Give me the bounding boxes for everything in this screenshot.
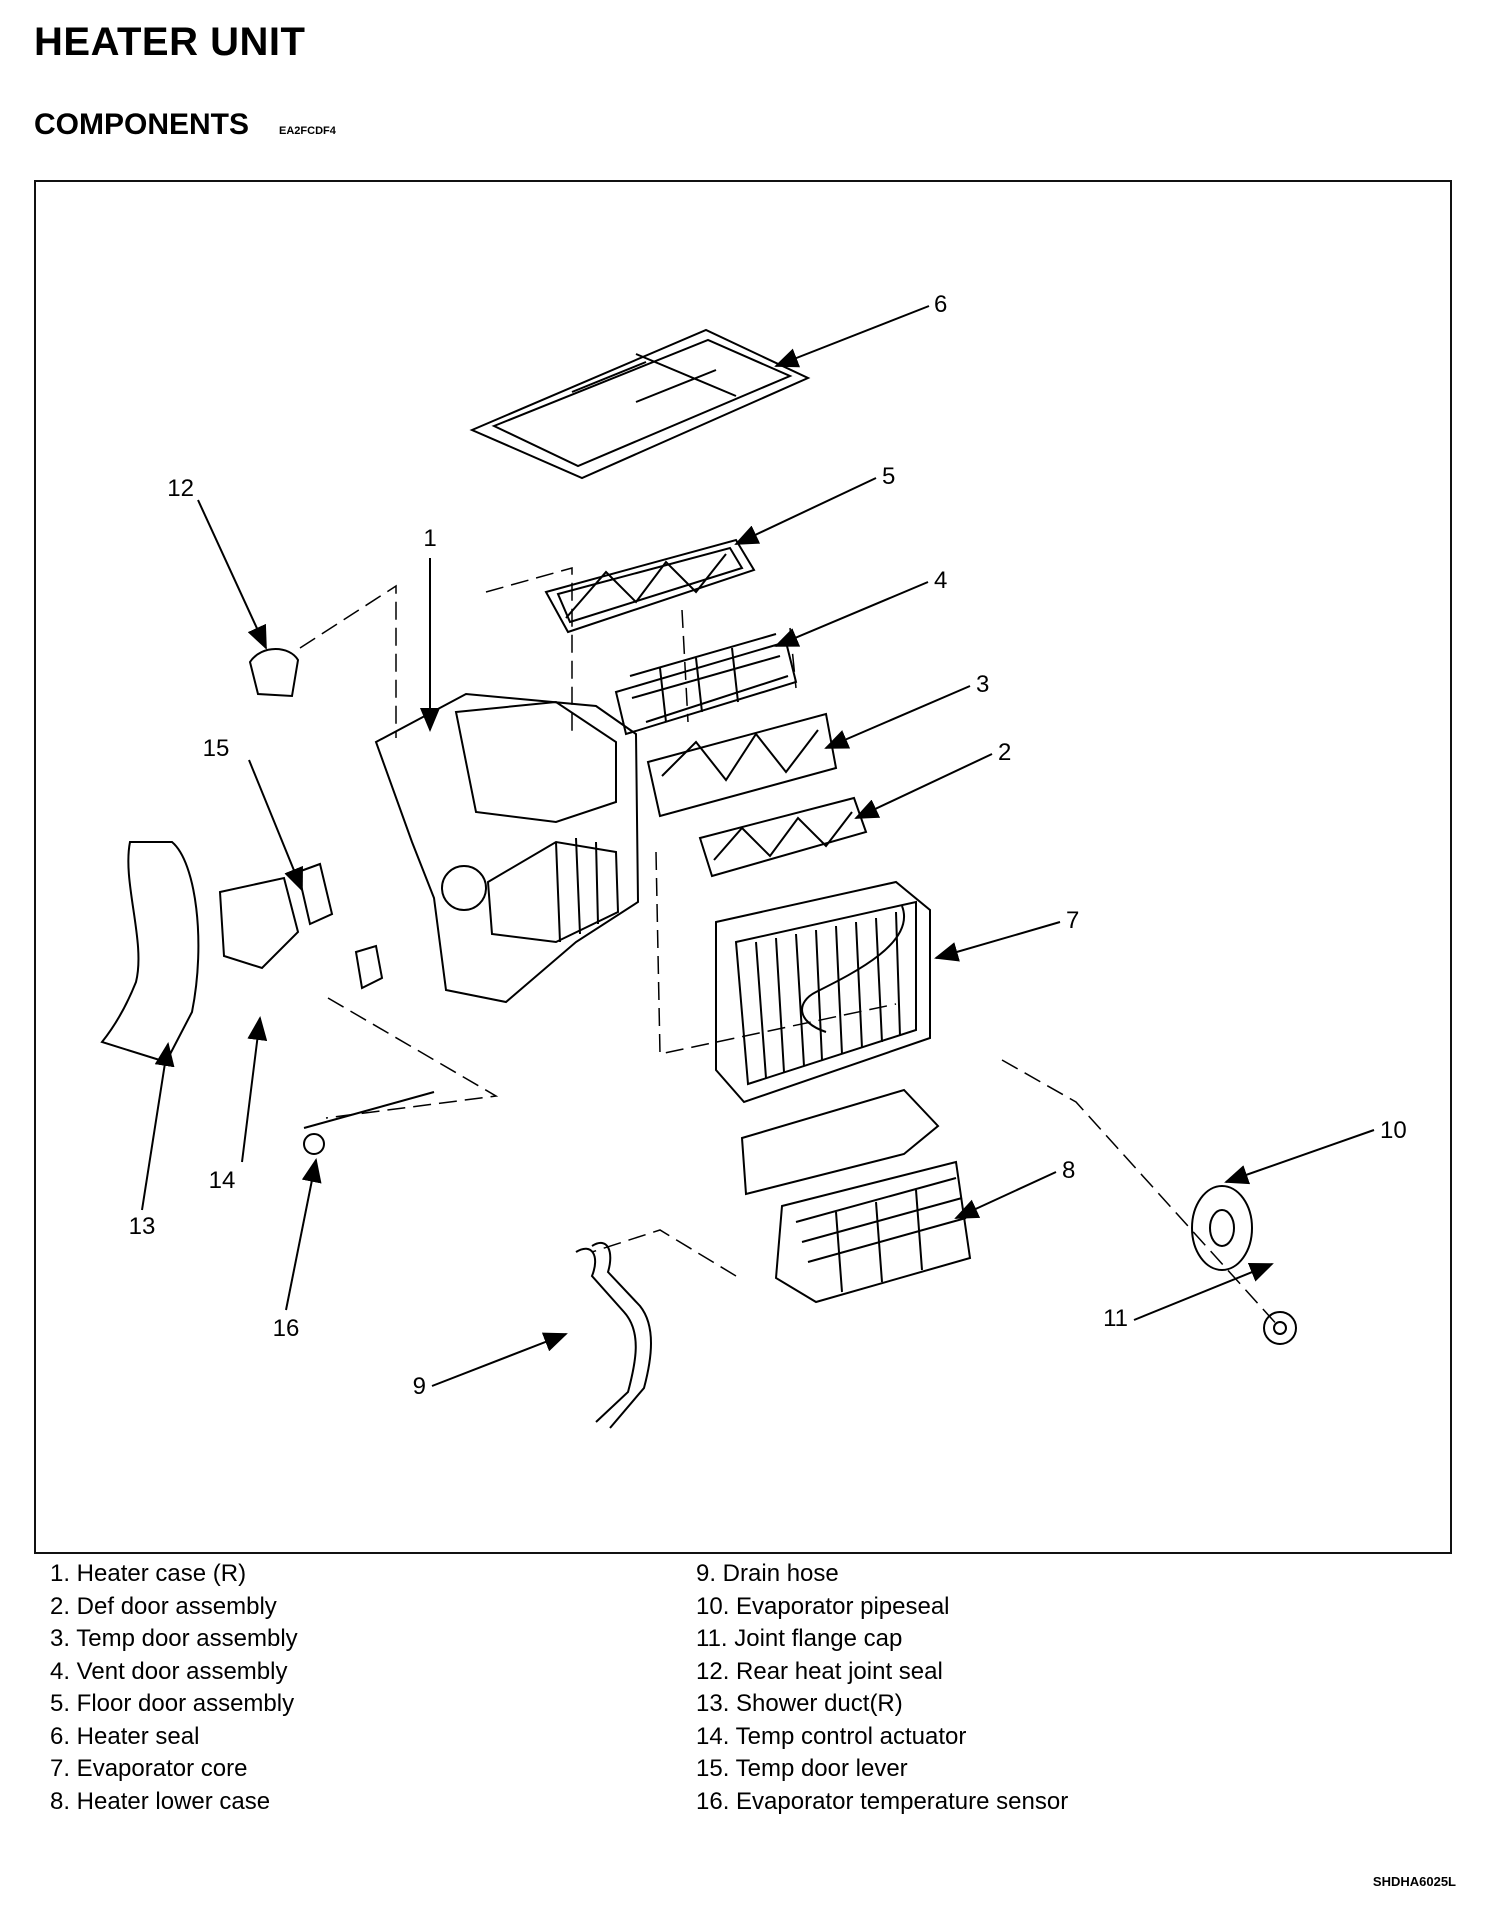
rear-heat-joint-seal-part (248, 648, 300, 698)
callout-14: 14 (209, 1167, 236, 1194)
callout-13: 13 (129, 1213, 156, 1240)
section-heading: COMPONENTS EA2FCDF4 (34, 108, 336, 142)
callout-2: 2 (998, 739, 1011, 766)
callout-11: 11 (1103, 1305, 1128, 1332)
evaporator-pipeseal-part (1191, 1185, 1253, 1271)
diagram-frame: 1 2 3 4 5 6 7 8 9 10 11 12 13 14 15 16 (34, 180, 1452, 1554)
legend-item: 14. Temp control actuator (696, 1722, 967, 1750)
assembly-lines (299, 567, 1281, 1329)
vent-door-part (614, 633, 798, 736)
legend-item: 4. Vent door assembly (50, 1657, 288, 1685)
callout-9: 9 (413, 1373, 426, 1400)
callout-1: 1 (423, 525, 436, 552)
legend-right: 9. Drain hose 10. Evaporator pipeseal 11… (696, 1558, 1068, 1818)
callout-4: 4 (934, 567, 947, 594)
callout-5: 5 (882, 463, 895, 490)
legend-item: 10. Evaporator pipeseal (696, 1592, 950, 1620)
figure-code: SHDHA6025L (1372, 1874, 1456, 1889)
drain-hose-part (575, 1242, 652, 1429)
legend-item: 16. Evaporator temperature sensor (696, 1787, 1069, 1815)
legend-item: 5. Floor door assembly (50, 1690, 295, 1717)
document-code: EA2FCDF4 (279, 125, 336, 137)
shower-duct-part (100, 841, 200, 1064)
legend-item: 8. Heater lower case (50, 1787, 271, 1815)
floor-door-part (544, 538, 756, 634)
callout-7: 7 (1066, 907, 1079, 934)
page-title: HEATER UNIT (34, 20, 306, 64)
temp-door-part (646, 712, 838, 818)
def-door-part (698, 796, 868, 878)
legend-item: 7. Evaporator core (50, 1755, 248, 1782)
legend-left: 1. Heater case (R) 2. Def door assembly … (50, 1558, 298, 1818)
heater-case-part (374, 692, 640, 1004)
callout-leaders (141, 305, 1375, 1387)
legend-item: 1. Heater case (R) (50, 1560, 247, 1587)
section-title: COMPONENTS (34, 108, 250, 141)
legend-item: 15. Temp door lever (696, 1755, 908, 1782)
temp-control-actuator-part (218, 876, 300, 970)
evaporator-temperature-sensor-part (303, 944, 435, 1155)
callout-3: 3 (976, 671, 989, 698)
callout-16: 16 (273, 1315, 300, 1342)
legend-item: 9. Drain hose (696, 1560, 839, 1587)
legend-item: 6. Heater seal (50, 1722, 200, 1750)
joint-flange-cap-part (1263, 1311, 1297, 1345)
legend-item: 3. Temp door assembly (50, 1625, 298, 1652)
legend-item: 13. Shower duct(R) (696, 1690, 903, 1717)
evaporator-core-part (715, 880, 931, 1104)
temp-door-lever-part (296, 862, 334, 926)
callout-15: 15 (203, 735, 230, 762)
legend-item: 12. Rear heat joint seal (696, 1657, 943, 1685)
callout-8: 8 (1062, 1157, 1075, 1184)
callout-12: 12 (167, 475, 194, 502)
legend-item: 11. Joint flange cap (696, 1625, 903, 1652)
callout-6: 6 (934, 291, 947, 318)
heater-lower-case-part (740, 1088, 972, 1304)
heater-seal-part (469, 328, 811, 480)
legend-item: 2. Def door assembly (50, 1592, 277, 1620)
exploded-diagram: 1 2 3 4 5 6 7 8 9 10 11 12 13 14 15 16 (100, 291, 1407, 1429)
callout-10: 10 (1380, 1117, 1407, 1144)
